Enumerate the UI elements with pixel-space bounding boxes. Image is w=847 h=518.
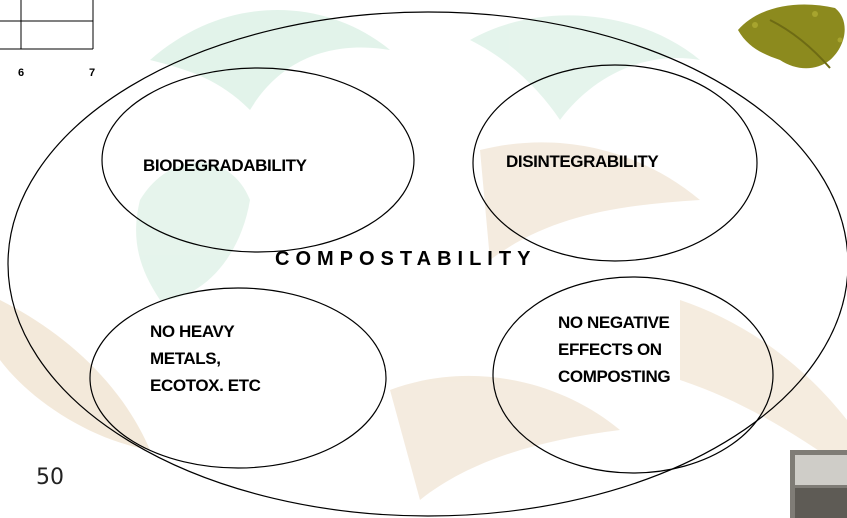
photo-thumbnail [790, 450, 847, 518]
no-negative-effects-line-2: EFFECTS ON [558, 340, 662, 359]
page-number: 50 [36, 465, 64, 490]
tick-label-7: 7 [89, 67, 95, 79]
no-heavy-metals-line-2: METALS, [150, 349, 221, 368]
leaf-decoration [738, 4, 845, 69]
compostability-label: COMPOSTABILITY [275, 248, 536, 270]
tick-label-6: 6 [18, 67, 24, 79]
no-heavy-metals-circle [89, 287, 387, 469]
no-negative-effects-line-3: COMPOSTING [558, 367, 670, 386]
compostability-ellipse [7, 11, 847, 517]
no-negative-effects-circle [492, 276, 774, 474]
no-heavy-metals-line-3: ECOTOX. ETC [150, 376, 261, 395]
no-heavy-metals-line-1: NO HEAVY [150, 322, 235, 341]
disintegrability-label: DISINTEGRABILITY [506, 152, 659, 171]
disintegrability-circle [472, 64, 758, 262]
biodegradability-circle [101, 67, 415, 253]
chart-fragment: 6 7 [0, 0, 95, 79]
no-negative-effects-line-1: NO NEGATIVE [558, 313, 670, 332]
biodegradability-label: BIODEGRADABILITY [143, 156, 308, 175]
